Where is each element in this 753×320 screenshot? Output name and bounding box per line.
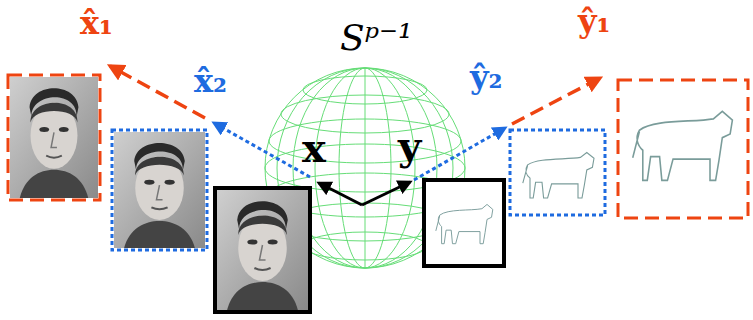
vector-label: x̂₁ — [80, 6, 113, 41]
vector-label: y — [398, 124, 421, 168]
vector-label: x — [302, 126, 326, 170]
sphere-label: Sᵖ⁻¹ — [340, 18, 413, 58]
vector-label: ŷ₂ — [470, 60, 503, 95]
vector-label: ŷ₁ — [578, 4, 611, 39]
vector-label: x̂₂ — [194, 64, 227, 99]
